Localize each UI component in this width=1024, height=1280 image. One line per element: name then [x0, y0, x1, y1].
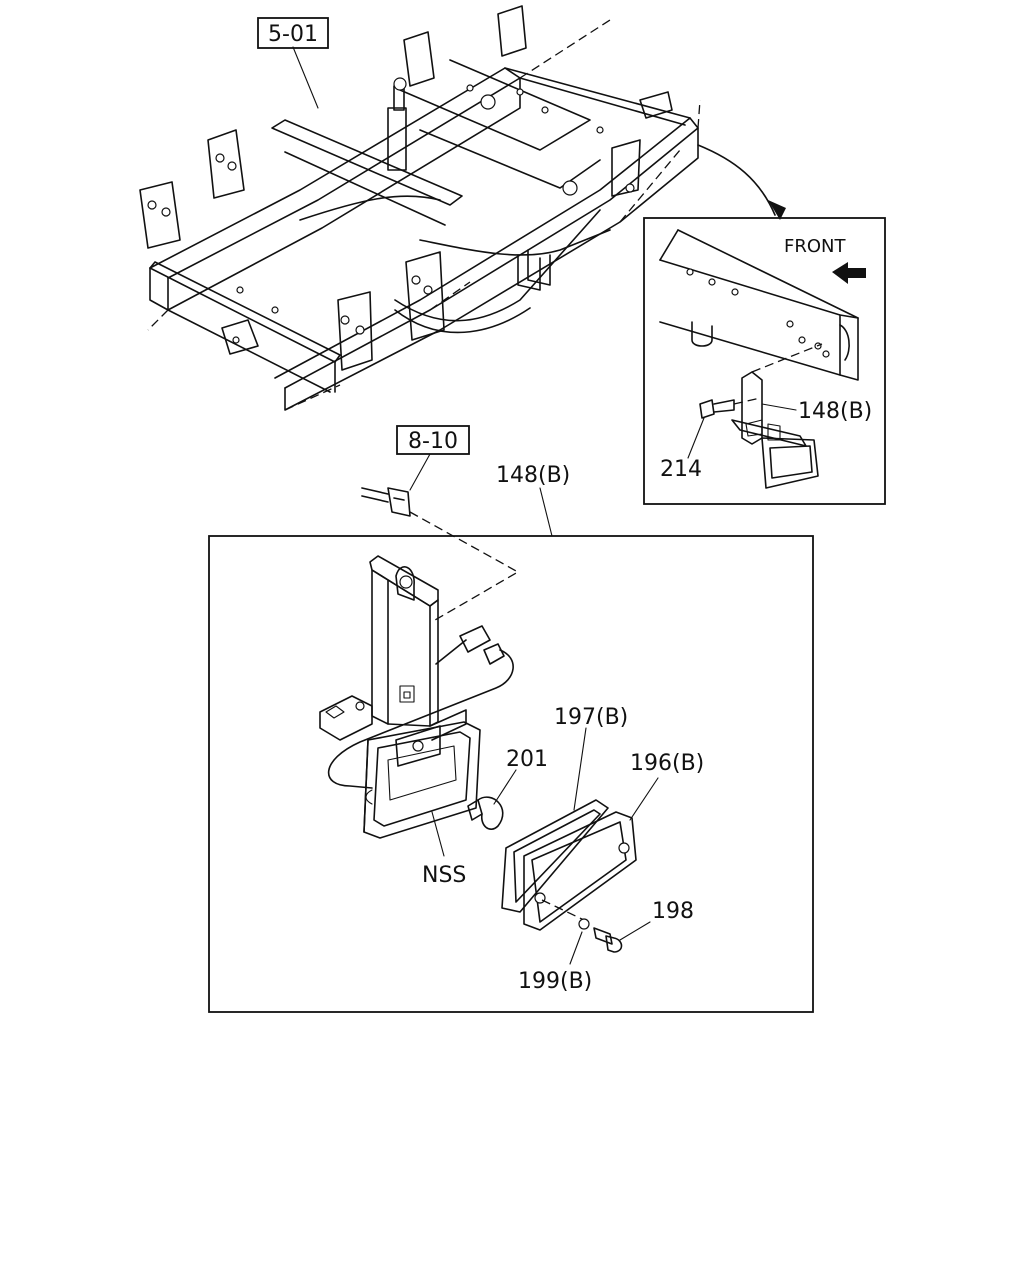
gasket	[501, 727, 609, 913]
front-arrow-icon	[832, 262, 866, 284]
frame-ref-label: 5-01	[268, 22, 318, 47]
gasket-label: 197(B)	[554, 705, 628, 730]
harness-ref-box	[396, 425, 470, 455]
detail-inset	[659, 229, 866, 489]
harness-wire	[327, 625, 514, 789]
exploded-view-box	[208, 535, 814, 1013]
nss-label: NSS	[422, 863, 466, 888]
lens	[523, 777, 659, 931]
washer-label: 199(B)	[518, 969, 592, 994]
lens-label: 196(B)	[630, 751, 704, 776]
detail-lamp-label: 148(B)	[798, 399, 872, 424]
main-lamp-label: 148(B)	[496, 463, 570, 488]
detail-inset-box	[643, 217, 886, 505]
bolt-label: 214	[660, 457, 702, 482]
chassis-frame	[139, 5, 786, 411]
bulb-label: 201	[506, 747, 548, 772]
screw-label: 198	[652, 899, 694, 924]
lamp-housing	[363, 721, 481, 839]
screw-washer	[541, 899, 651, 965]
bulb	[467, 769, 517, 830]
lamp-bracket	[319, 555, 467, 741]
frame-ref-box	[257, 17, 329, 49]
harness-connector	[361, 453, 520, 621]
harness-ref-label: 8-10	[408, 429, 458, 454]
front-label: FRONT	[784, 236, 846, 257]
